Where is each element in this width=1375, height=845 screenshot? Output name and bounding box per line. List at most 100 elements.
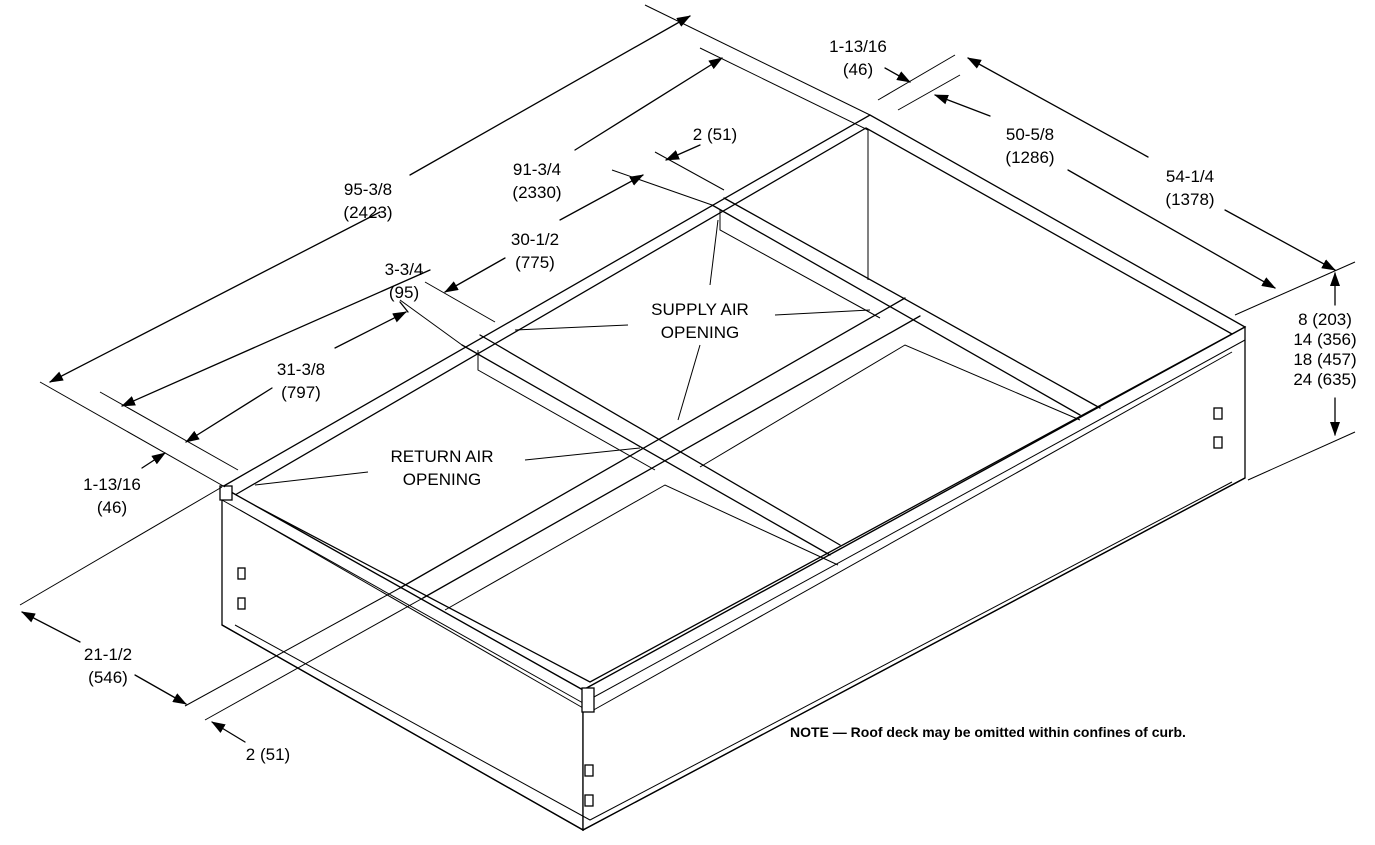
dim-91-3-4-mm: (2330): [512, 183, 561, 202]
height-18: 18 (457): [1293, 350, 1356, 369]
dim-50-5-8-in: 50-5/8: [1006, 125, 1054, 144]
dim-1-13-16-front-in: 1-13/16: [83, 475, 141, 494]
corner-block-front: [581, 687, 595, 713]
lip-left-2: [239, 509, 591, 713]
dim-95-3-8-b: [409, 15, 691, 176]
dimension-labels: 95-3/8 (2423) 91-3/4 (2330) 30-1/2 (775)…: [83, 37, 1357, 764]
opening-labels: SUPPLY AIR OPENING RETURN AIR OPENING: [391, 300, 749, 489]
dim-50-5-8-mm: (1286): [1005, 148, 1054, 167]
ext-front-rail-b: [204, 597, 424, 721]
ext-rail-c: [611, 169, 713, 206]
curb-base-flange-inner: [234, 481, 1233, 821]
dim-3-3-4-mm: (95): [389, 283, 419, 302]
leader-return-2: [524, 447, 641, 461]
leader-supply-3: [774, 309, 871, 316]
curb-base-flange: [221, 477, 1246, 831]
dim-2-51-front: [211, 721, 246, 743]
ext-rail-d: [654, 151, 725, 191]
ext-front-left: [19, 486, 223, 606]
right-opening-edge: [699, 344, 1081, 468]
dim-2-51-back: [665, 144, 701, 161]
dim-3-3-4-in: 3-3/4: [385, 260, 424, 279]
dim-31-3-8-in: 31-3/8: [277, 360, 325, 379]
ext-right-c: [1234, 261, 1356, 316]
dim-95-3-8-a: [49, 211, 381, 383]
dim-30-1-2-mm: (775): [515, 253, 555, 272]
ext-front-inner: [99, 391, 239, 471]
dim-54-1-4-b: [1224, 209, 1336, 271]
dim-50-5-8-b: [1067, 169, 1276, 289]
rail-2b: [723, 197, 1101, 409]
dim-1-13-16-back-mm: (46): [843, 60, 873, 79]
supply-air-label-1: SUPPLY AIR: [651, 300, 749, 319]
dimension-lines: [21, 15, 1340, 743]
dim-1-13-16-front-mm: (46): [97, 498, 127, 517]
dim-95-3-8-mm: (2423): [343, 203, 392, 222]
ext-back-outer: [644, 4, 871, 116]
ext-rail-b: [399, 299, 463, 346]
dim-54-1-4-mm: (1378): [1165, 190, 1214, 209]
return-opening-edge: [477, 350, 656, 471]
lip-right-2: [589, 351, 1233, 713]
dim-1-13-16-front: [141, 452, 166, 469]
rail-2a: [711, 204, 1081, 416]
tab-2: [237, 597, 246, 610]
rail-1b: [479, 334, 841, 546]
note-text: NOTE — Roof deck may be omitted within c…: [790, 724, 1186, 740]
dim-31-3-8-mm: (797): [281, 383, 321, 402]
ext-right-a: [877, 54, 956, 101]
ext-front-rail-a: [184, 587, 401, 707]
dim-1-13-16-back: [884, 67, 911, 83]
rail-1a: [461, 344, 831, 556]
dim-3-3-4: [399, 301, 409, 313]
dim-21-1-2-a: [21, 611, 81, 643]
front-opening-edge: [444, 484, 839, 611]
leader-supply-1: [709, 219, 719, 286]
dim-21-1-2-b: [134, 674, 187, 705]
lip-right: [582, 339, 1246, 704]
dim-21-1-2-mm: (546): [88, 668, 128, 687]
leader-supply-4: [677, 344, 701, 421]
supply-air-label-2: OPENING: [661, 323, 739, 342]
height-14: 14 (356): [1293, 330, 1356, 349]
dim-30-1-2-b: [559, 174, 644, 221]
dim-54-1-4-in: 54-1/4: [1166, 167, 1214, 186]
dim-91-3-4-in: 91-3/4: [513, 160, 561, 179]
return-air-label-2: OPENING: [403, 470, 481, 489]
dim-2-51-front-label: 2 (51): [246, 745, 290, 764]
supply-opening-edge: [719, 210, 881, 319]
corner-block-left: [219, 485, 233, 501]
dim-1-13-16-back-in: 1-13/16: [829, 37, 887, 56]
leader-supply-2: [514, 324, 629, 331]
tab-1: [237, 567, 246, 580]
dim-30-1-2-in: 30-1/2: [511, 230, 559, 249]
center-rail-b: [422, 315, 921, 599]
height-8: 8 (203): [1298, 310, 1352, 329]
ext-right-b: [897, 74, 961, 111]
dim-2-51-back-label: 2 (51): [693, 125, 737, 144]
dim-31-3-8-a: [185, 387, 273, 443]
center-rail-a: [399, 297, 906, 589]
tab-6: [1213, 436, 1223, 449]
dim-30-1-2-a: [444, 257, 506, 293]
dim-91-3-4-a: [121, 269, 431, 407]
dim-50-5-8-a: [934, 94, 991, 117]
dim-95-3-8-in: 95-3/8: [344, 180, 392, 199]
leader-return-1: [254, 471, 369, 486]
dim-21-1-2-in: 21-1/2: [84, 645, 132, 664]
tab-4: [584, 794, 594, 807]
leader-lines: [254, 219, 871, 486]
dim-31-3-8-b: [334, 311, 407, 349]
tab-5: [1213, 407, 1223, 420]
ext-front-outer: [39, 381, 226, 488]
height-24: 24 (635): [1293, 370, 1356, 389]
dim-91-3-4-b: [574, 57, 723, 151]
curb-frame: [219, 114, 1247, 832]
tab-3: [584, 764, 594, 777]
ext-rail-a: [424, 281, 496, 323]
return-air-label-1: RETURN AIR: [391, 447, 494, 466]
ext-back-inner: [699, 47, 869, 131]
dim-54-1-4-a: [967, 57, 1149, 158]
ext-base: [1247, 431, 1356, 481]
